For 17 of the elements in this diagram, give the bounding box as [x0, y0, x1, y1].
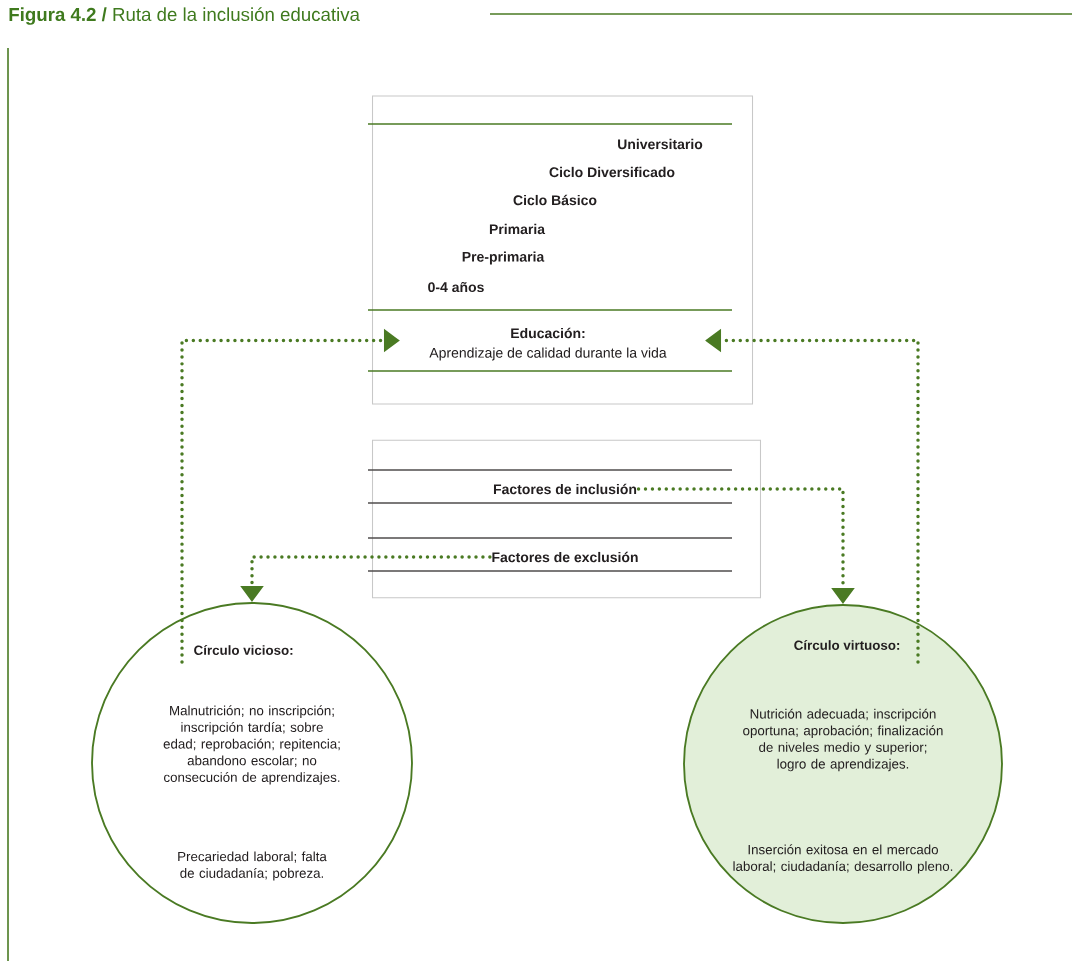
figure-title: Figura 4.2 / Ruta de la inclusión educativa [9, 7, 360, 25]
heading: Educación: [511, 327, 585, 339]
heading: Círculo vicioso: [194, 645, 293, 655]
description-text: Malnutrición; no inscripción; inscripción tardía; sobre edad; reprobación; repitencia; abandono escolar; no consecución de aprendizajes. [163, 705, 340, 785]
description-text: Inserción exitosa en el mercado laboral; ciudadanía; desarrollo pleno. [733, 844, 953, 874]
level-label: 0-4 años [428, 281, 484, 293]
description-text: Nutrición adecuada; inscripción oportuna; aprobación; finalización de niveles medio y superior; logro de aprendizajes. [743, 708, 943, 772]
level-label: Primaria [489, 223, 546, 235]
description-text: Precariedad laboral; falta de ciudadanía; pobreza. [178, 851, 327, 881]
level-label: Pre-primaria [462, 251, 545, 265]
factor-label: Factores de inclusión [491, 482, 639, 496]
level-label: Ciclo Básico [513, 194, 597, 206]
factor-label: Factores de exclusión [490, 550, 640, 564]
level-label: Ciclo Diversificado [549, 166, 675, 178]
heading: Círculo virtuoso: [794, 640, 900, 650]
description-text: Aprendizaje de calidad durante la vida [429, 347, 667, 361]
level-label: Universitario [618, 138, 703, 150]
